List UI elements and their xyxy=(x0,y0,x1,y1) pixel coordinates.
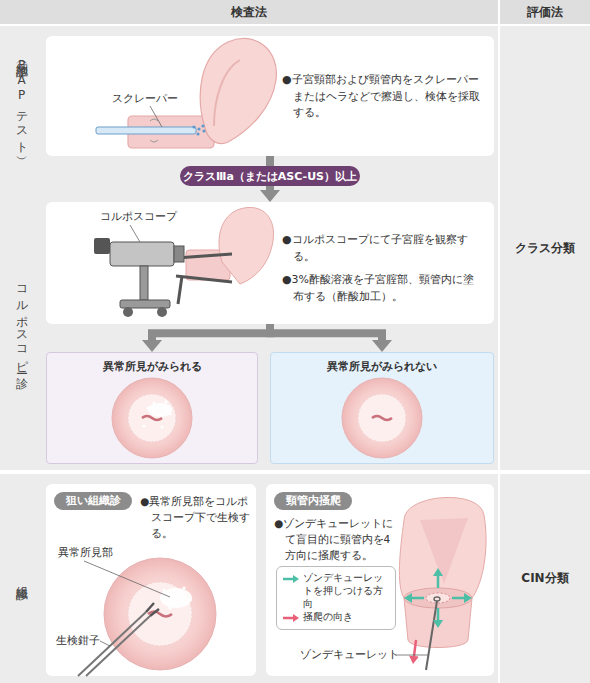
part-label: ゾンデキューレット xyxy=(300,648,399,662)
finding-title: 異常所見がみられる xyxy=(47,359,257,374)
process-box: ●異常所見部をコルポスコープ下で生検する。狙い組織診 xyxy=(46,484,256,676)
row-label: 組織診 xyxy=(0,474,42,683)
evaluation-text: CIN分類 xyxy=(500,474,590,683)
row-band: 組織診●異常所見部をコルポスコープ下で生検する。狙い組織診●ゾンデキューレットに… xyxy=(0,474,498,683)
row-label: 細胞診（PAPテスト） xyxy=(0,26,42,176)
description-text: ●異常所見部をコルポスコープ下で生検する。 xyxy=(140,494,252,541)
part-label: 生検鉗子 xyxy=(56,634,100,648)
condition-pill: クラスⅢa（またはASC-US）以上 xyxy=(180,166,360,186)
description-text: ●コルポスコープにて子宮腟を観察する。 xyxy=(282,232,482,265)
legend-arrow xyxy=(293,614,299,622)
method-pill: 頸管内掻爬 xyxy=(274,492,352,510)
legend-arrow xyxy=(283,617,293,620)
legend-entry: 掻爬の向き xyxy=(282,611,390,624)
legend-entry: ゾンデキューレットを押しつける方向 xyxy=(282,572,390,610)
finding-box: 異常所見がみられる xyxy=(46,352,258,464)
legend-text: 掻爬の向き xyxy=(303,611,353,624)
part-label: スクレーパー xyxy=(112,92,178,106)
legend-swatch xyxy=(282,573,300,585)
evaluation-cell: クラス分類 xyxy=(500,26,590,470)
evaluation-cell: CIN分類 xyxy=(500,474,590,683)
legend-arrow xyxy=(293,575,299,583)
row-label: コルポスコピー診 xyxy=(0,176,42,470)
legend-swatch xyxy=(282,612,300,624)
description-text: ●3%酢酸溶液を子宮腟部、頸管内に塗布する（酢酸加工）。 xyxy=(282,272,482,305)
description-text: ●ゾンデキューレットにて盲目的に頸管内を4方向に掻爬する。 xyxy=(274,516,396,563)
row-band: 細胞診（PAPテスト） ●子宮頸部および頸管内をスクレーパーまたはヘラなどで擦過し… xyxy=(0,26,498,176)
header-text: 検査法 xyxy=(0,0,498,24)
pill-text: 狙い組織診 xyxy=(54,492,132,510)
pill-text: クラスⅢa（またはASC-US）以上 xyxy=(180,166,360,186)
finding-box: 異常所見がみられない xyxy=(270,352,494,464)
part-label: コルポスコープ xyxy=(100,210,177,224)
legend-text: ゾンデキューレットを押しつける方向 xyxy=(303,572,390,610)
header-cell: 検査法 xyxy=(0,0,498,24)
evaluation-text: クラス分類 xyxy=(500,26,590,470)
part-label: 異常所見部 xyxy=(58,546,113,560)
legend-box: ゾンデキューレットを押しつける方向掻爬の向き xyxy=(276,566,396,630)
legend-arrow xyxy=(283,578,293,581)
header-cell: 評価法 xyxy=(500,0,590,24)
finding-title: 異常所見がみられない xyxy=(271,359,493,374)
method-pill: 狙い組織診 xyxy=(54,492,132,510)
description-text: ●子宮頸部および頸管内をスクレーパーまたはヘラなどで擦過し、検体を採取する。 xyxy=(282,72,482,122)
header-text: 評価法 xyxy=(500,0,590,24)
row-band: コルポスコピー診 ●コルポスコープにて子宮腟を観察する。 ●3%酢酸溶液を子宮腟部、… xyxy=(0,176,498,470)
pill-text: 頸管内掻爬 xyxy=(274,492,352,510)
